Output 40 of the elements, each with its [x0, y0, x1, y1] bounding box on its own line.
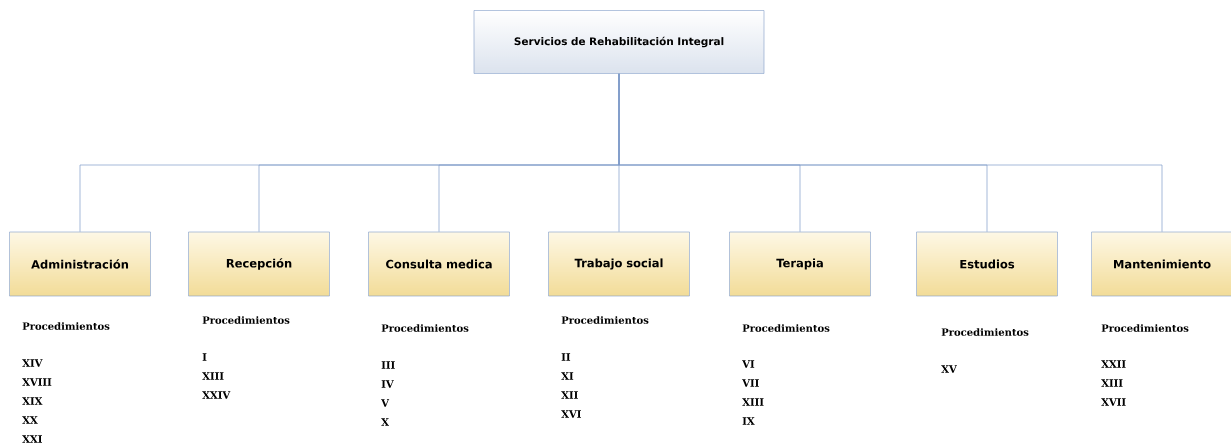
- procedure-number: XVIII: [22, 378, 52, 386]
- procedure-number: XII: [561, 391, 578, 399]
- procedure-heading: Procedimientos: [202, 316, 290, 324]
- procedure-heading: Procedimientos: [561, 316, 649, 324]
- procedure-heading: Procedimientos: [22, 322, 110, 330]
- procedure-number: X: [381, 418, 389, 426]
- department-box: Administración: [9, 231, 151, 297]
- procedure-number: VII: [742, 379, 759, 387]
- procedure-number: XXI: [22, 435, 42, 443]
- procedure-number: IV: [381, 380, 394, 388]
- procedure-number: XXII: [1101, 360, 1126, 368]
- procedure-number: XVI: [561, 410, 581, 418]
- procedure-number: XIV: [22, 359, 43, 367]
- procedure-number: XIX: [22, 397, 43, 405]
- procedure-number: XIII: [202, 372, 224, 380]
- procedure-heading: Procedimientos: [381, 324, 469, 332]
- procedure-number: IX: [742, 417, 755, 425]
- procedure-heading: Procedimientos: [941, 328, 1029, 336]
- connector: [618, 73, 1163, 233]
- procedure-number: V: [381, 399, 390, 407]
- department-box: Mantenimiento: [1091, 231, 1231, 297]
- procedure-number: XI: [561, 372, 574, 380]
- department-box: Estudios: [916, 231, 1058, 297]
- procedure-heading: Procedimientos: [1101, 324, 1189, 332]
- procedure-number: XIII: [1101, 379, 1123, 387]
- department-box: Consulta medica: [368, 231, 510, 297]
- department-box: Trabajo social: [548, 231, 690, 297]
- department-box: Recepción: [188, 231, 330, 297]
- title-box: Servicios de Rehabilitación Integral: [473, 10, 765, 74]
- procedure-number: VI: [742, 360, 755, 368]
- procedure-number: XVII: [1101, 398, 1126, 406]
- procedure-number: XX: [22, 416, 38, 424]
- procedure-number: II: [561, 353, 571, 361]
- procedure-number: XXIV: [202, 391, 231, 399]
- procedure-heading: Procedimientos: [742, 324, 830, 332]
- procedure-number: XIII: [742, 398, 764, 406]
- procedure-number: XV: [941, 365, 957, 373]
- department-box: Terapia: [729, 231, 871, 297]
- procedure-number: III: [381, 361, 395, 369]
- procedure-number: I: [202, 353, 207, 361]
